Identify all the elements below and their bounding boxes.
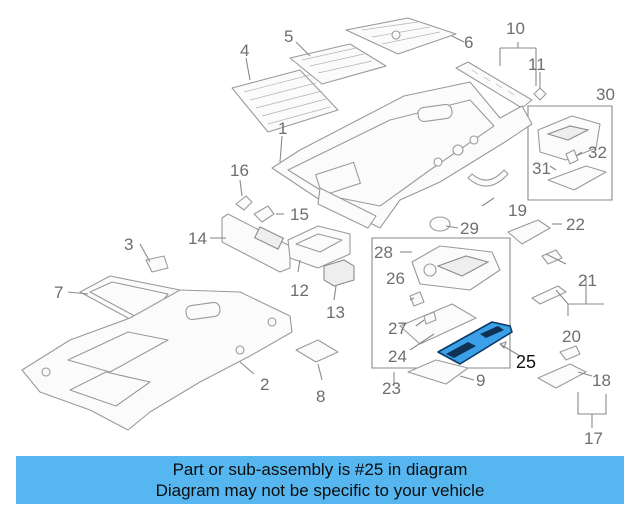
callout-15: 15 (290, 205, 309, 224)
callout-26: 26 (386, 269, 405, 288)
group-box-30 (527, 105, 613, 201)
callout-5: 5 (284, 27, 293, 46)
part-8-lamp-lens (295, 339, 339, 363)
part-18-lamp (537, 345, 587, 389)
part-15-clip (253, 205, 275, 223)
banner-line-part-number: Part or sub-assembly is #25 in diagram (172, 460, 468, 479)
callout-22: 22 (566, 215, 585, 234)
group-box-23 (371, 237, 511, 369)
callout-12: 12 (290, 281, 309, 300)
part-16-clip (235, 195, 253, 211)
part-26-button (409, 291, 425, 307)
callout-21: 21 (578, 271, 597, 290)
callout-20: 20 (562, 327, 581, 346)
callout-27: 27 (388, 319, 407, 338)
callout-6: 6 (464, 33, 473, 52)
callout-17: 17 (584, 429, 603, 448)
info-banner: Part or sub-assembly is #25 in diagram D… (16, 456, 624, 504)
part-11-hook (533, 87, 547, 101)
callout-11: 11 (528, 55, 546, 74)
callout-2: 2 (260, 375, 269, 394)
part-30-map-lamp (537, 115, 607, 191)
part-4-foam-pad (231, 69, 339, 133)
part-24-console-bezel (399, 303, 477, 345)
callout-14: 14 (188, 229, 207, 248)
part-27-clip (423, 311, 437, 325)
callout-24: 24 (388, 347, 407, 366)
callout-16: 16 (230, 161, 249, 180)
callout-1: 1 (278, 119, 287, 138)
callout-18: 18 (592, 371, 611, 390)
part-3-bracket (145, 255, 169, 273)
part-6-foam-pad (345, 17, 457, 55)
callout-9: 9 (476, 371, 485, 390)
callout-23: 23 (382, 379, 401, 398)
part-19-grab-handle (467, 169, 509, 187)
callout-32: 32 (588, 143, 607, 162)
part-overhead-console (411, 245, 501, 291)
callout-19: 19 (508, 201, 527, 220)
callout-29: 29 (460, 219, 479, 238)
callout-labels: 1 2 3 4 5 6 7 8 9 10 11 12 13 14 15 16 1… (54, 19, 615, 448)
callout-4: 4 (240, 41, 249, 60)
callout-28: 28 (374, 243, 393, 262)
callout-31: 31 (532, 159, 551, 178)
part-12-console-bracket (287, 225, 351, 269)
callout-leaders (67, 35, 607, 428)
callout-25-highlighted[interactable]: 25 (516, 352, 536, 372)
banner-line-disclaimer: Diagram may not be specific to your vehi… (155, 481, 485, 500)
part-5-foam-pad (289, 43, 387, 85)
part-32-bulb (565, 149, 579, 165)
part-29-bulb-socket (429, 216, 451, 232)
part-2-headliner-lower (21, 289, 293, 431)
callout-13: 13 (326, 303, 345, 322)
callout-3: 3 (124, 235, 133, 254)
part-9-lamp-lens (407, 359, 469, 385)
part-25-highlighted[interactable] (437, 321, 513, 365)
callout-7: 7 (54, 283, 63, 302)
part-14-sunvisor (221, 213, 291, 273)
part-1-headliner-upper (271, 81, 533, 229)
callout-30: 30 (596, 85, 615, 104)
callout-8: 8 (316, 387, 325, 406)
parts-diagram: 1 2 3 4 5 6 7 8 9 10 11 12 13 14 15 16 1… (21, 17, 615, 448)
part-22-lamp (507, 219, 551, 245)
part-13-switch (323, 259, 355, 287)
part-10-rear-rail (455, 61, 533, 109)
callout-10: 10 (506, 19, 525, 38)
